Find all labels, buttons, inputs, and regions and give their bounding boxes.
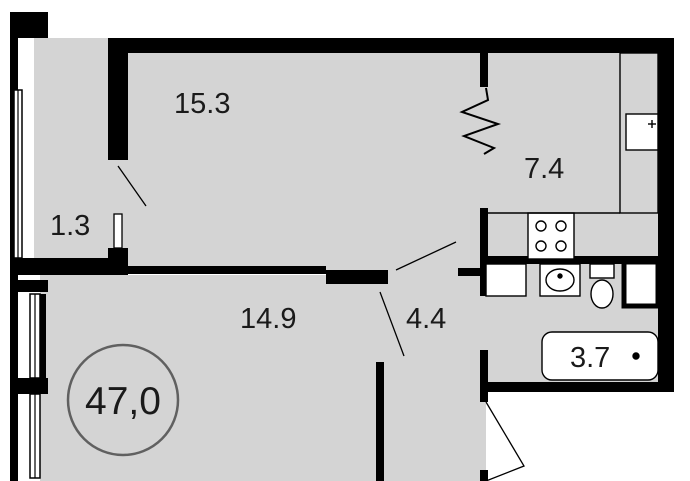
room-b-door-leaf [379,291,405,357]
balcony-area-label: 1.3 [50,210,90,242]
balcony-floor [34,38,108,266]
room-b-top-wall [128,266,326,274]
window-frames [17,90,36,478]
hall-right-wall-bottom [480,350,488,402]
room-b-floor [40,275,380,481]
total-area-circle [66,343,180,457]
bath-inner-wall [458,268,488,276]
total-area-label: 47,0 [85,380,161,423]
kitchen-left-wall-top [480,53,488,87]
right-outer-wall [658,38,674,392]
radiator-icon [459,87,502,155]
floor-areas [34,38,658,481]
bathroom-area-label: 3.7 [570,342,610,374]
bath-divider-wall [486,256,658,264]
balcony-bottom-wall [10,258,128,275]
shaft-box [621,259,661,309]
bathtub-drain-icon [632,352,640,360]
toilet-bowl-icon [590,279,614,309]
washer-icon [485,263,527,297]
entrance-door-leaf [485,401,525,481]
doors [113,165,525,481]
bottom-right-wall [486,382,674,392]
left-stub-2 [10,378,48,394]
room-b-right-wall [376,362,384,481]
top-outer-wall [108,38,674,53]
left-stub-1 [10,280,48,292]
door-stub [113,213,123,249]
bathroom-fixtures [485,259,661,381]
kitchen-area-label: 7.4 [524,153,564,185]
kitchen-left-wall-bottom [480,208,488,296]
room-b-area-label: 14.9 [240,303,296,335]
room-a-floor [108,53,486,270]
hall-bottom-right-wall [480,470,488,481]
room-a-area-label: 15.3 [174,88,230,120]
bathtub-icon [541,331,659,381]
hall-floor [380,270,486,481]
room-b-top-wall-right [326,270,388,284]
kitchen-sink-icon [625,113,659,151]
toilet-tank-icon [589,263,615,279]
hall-area-label: 4.4 [406,303,446,335]
room-a-left-wall [108,38,128,160]
left-wall-notch [40,294,46,394]
hall-door-leaf [395,241,457,271]
stove-icon [527,212,575,260]
room-a-door-leaf [117,165,147,207]
kitchen-fixtures [486,52,659,260]
